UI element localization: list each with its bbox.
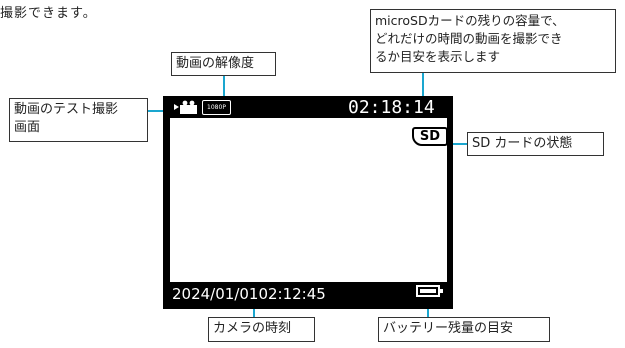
resolution-1080p-icon: 1080P	[202, 100, 231, 115]
callout-test-mode-line-1: 動画のテスト撮影	[14, 102, 119, 117]
remaining-time-readout: 02:18:14	[348, 97, 435, 118]
callout-remaining-time-line-1: microSDカードの残りの容量で、	[375, 13, 565, 28]
callout-sd-status: SD カードの状態	[467, 132, 604, 156]
sd-card-icon: SD	[412, 127, 448, 146]
leader-line-battery	[427, 305, 429, 318]
callout-resolution: 動画の解像度	[171, 52, 276, 76]
callout-sd-status-text: SD カードの状態	[472, 136, 573, 151]
screen-viewfinder	[170, 118, 447, 282]
leader-line-sd-status	[450, 143, 468, 145]
callout-battery-text: バッテリー残量の目安	[383, 321, 514, 336]
callout-test-mode-line-2: 画面	[14, 120, 41, 135]
callout-resolution-text: 動画の解像度	[176, 56, 255, 71]
leader-line-clock	[253, 305, 255, 318]
callout-battery: バッテリー残量の目安	[378, 317, 550, 342]
leader-line-resolution	[223, 75, 225, 99]
battery-fill	[420, 289, 436, 293]
leader-line-test-mode	[147, 110, 175, 112]
callout-clock: カメラの時刻	[208, 317, 315, 342]
video-camera-icon	[174, 100, 197, 114]
callout-remaining-time-line-2: どれだけの時間の動画を撮影でき	[375, 31, 563, 46]
callout-test-mode: 動画のテスト撮影 画面	[9, 98, 148, 142]
battery-tip	[440, 289, 443, 293]
camera-datetime: 2024/01/0102:12:45	[172, 285, 326, 303]
intro-text: 撮影できます。	[0, 6, 97, 21]
callout-remaining-time: microSDカードの残りの容量で、 どれだけの時間の動画を撮影でき るか目安を…	[370, 9, 616, 73]
leader-line-remaining-time	[422, 72, 424, 100]
callout-remaining-time-line-3: るか目安を表示します	[375, 49, 501, 64]
callout-clock-text: カメラの時刻	[213, 321, 292, 336]
battery-icon	[416, 285, 443, 297]
